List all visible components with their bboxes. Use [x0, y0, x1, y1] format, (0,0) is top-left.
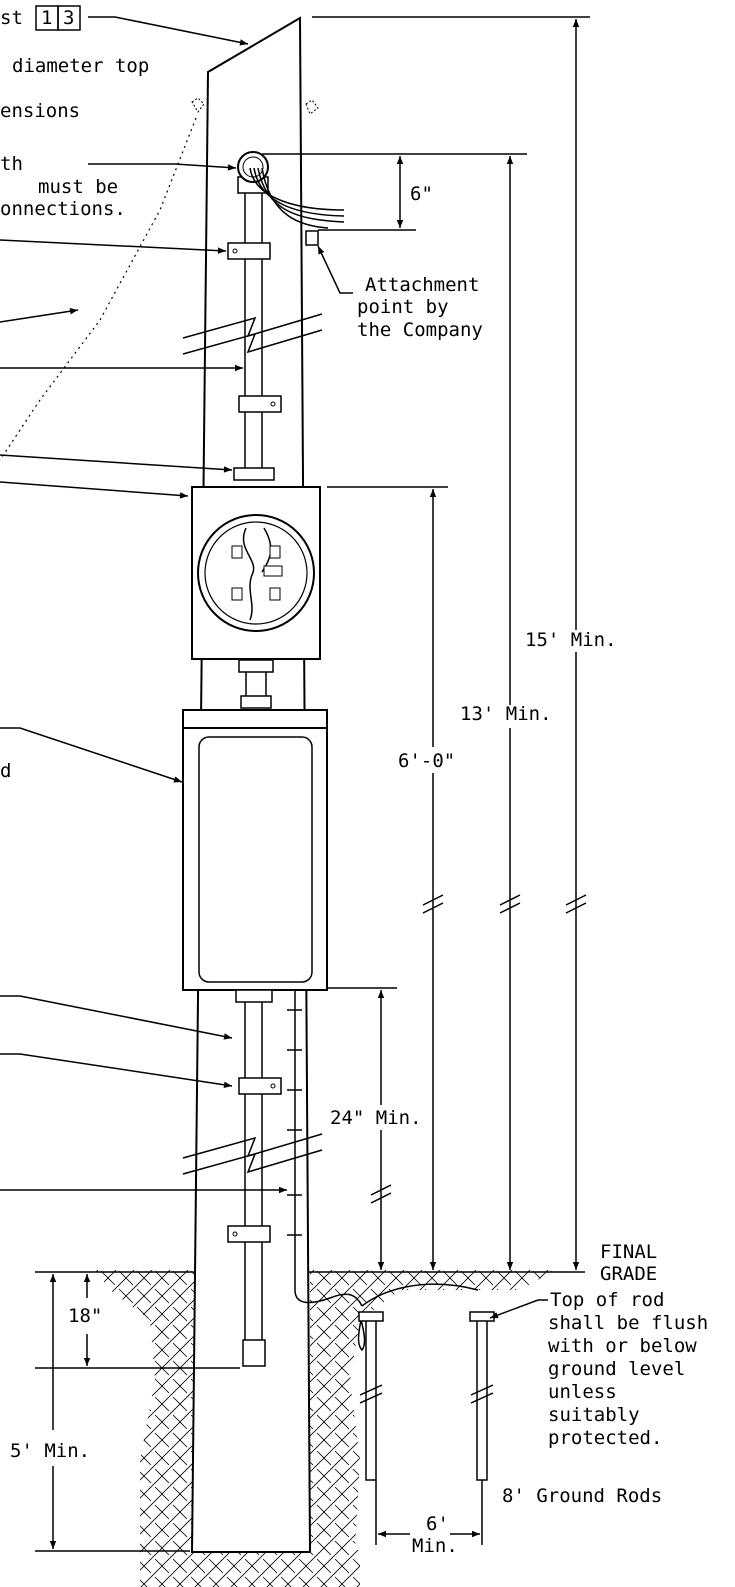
dim-6in-label: 6": [410, 183, 433, 205]
conduit-strap-1: [227, 242, 271, 260]
svg-text:ground level: ground level: [548, 1358, 685, 1380]
svg-text:must be: must be: [38, 176, 118, 198]
diameter-top-label: diameter top: [12, 55, 149, 77]
post-break-upper: [182, 313, 323, 355]
dim-5ft-label: 5' Min.: [10, 1440, 90, 1462]
post-reference-callout: st 1 3: [0, 5, 81, 31]
weatherhead-note: th must be onnections.: [0, 153, 126, 220]
attachment-bracket: [305, 230, 319, 246]
meter-socket: [191, 486, 321, 660]
weatherhead: [237, 151, 345, 229]
svg-text:FINAL: FINAL: [600, 1241, 657, 1263]
conduit-strap-4: [227, 1225, 271, 1243]
svg-text:th: th: [0, 153, 23, 175]
dim-15ft-label: 15' Min.: [525, 629, 617, 651]
ground-rod-2: [469, 1311, 495, 1481]
svg-text:Min.: Min.: [412, 1535, 458, 1557]
disconnect-enclosure: [182, 709, 328, 991]
rod-note: Top of rod shall be flush with or below …: [548, 1289, 708, 1449]
svg-text:st: st: [0, 7, 23, 29]
dashed-phantom-left: [191, 97, 205, 113]
dim-18in-label: 18": [68, 1305, 102, 1327]
svg-text:protected.: protected.: [548, 1427, 662, 1449]
dim-6ft-label: 6'-0": [398, 750, 455, 772]
rod-spacing-label: 6' Min.: [412, 1513, 458, 1557]
enclosure-label: d: [0, 760, 11, 782]
final-grade-label: FINAL GRADE: [600, 1241, 657, 1285]
ground-wire: [287, 990, 479, 1352]
svg-text:the Company: the Company: [357, 319, 483, 341]
dimension-lines: [35, 16, 590, 1552]
dotted-leader: [0, 117, 197, 461]
svg-text:point by: point by: [357, 296, 449, 318]
attachment-point-note: Attachment point by the Company: [357, 274, 483, 341]
svg-text:Attachment: Attachment: [365, 274, 479, 296]
svg-text:Top of rod: Top of rod: [550, 1289, 664, 1311]
ground-rod-1: [358, 1311, 384, 1481]
svg-text:3: 3: [63, 7, 74, 29]
svg-text:shall be flush: shall be flush: [548, 1312, 708, 1334]
dim-24in-label: 24" Min.: [330, 1107, 422, 1129]
svg-text:6': 6': [426, 1513, 449, 1535]
connecting-nipple: [238, 659, 274, 709]
dimensions-label: ensions: [0, 100, 80, 122]
dim-13ft-label: 13' Min.: [460, 703, 552, 725]
callout-leaders: [0, 16, 548, 1319]
conduit-strap-3: [238, 1077, 282, 1095]
lower-conduit: [235, 989, 273, 1367]
svg-text:unless: unless: [548, 1381, 617, 1403]
svg-text:onnections.: onnections.: [0, 198, 126, 220]
soil-hatching: [95, 1270, 555, 1587]
svg-text:1: 1: [41, 7, 52, 29]
post-break-lower: [182, 1133, 323, 1175]
svg-text:with or below: with or below: [548, 1335, 697, 1357]
dashed-phantom-right: [305, 99, 319, 115]
svg-text:GRADE: GRADE: [600, 1263, 657, 1285]
svg-text:suitably: suitably: [548, 1404, 640, 1426]
conduit-strap-2: [238, 395, 282, 413]
ground-rods-label: 8' Ground Rods: [502, 1485, 662, 1507]
upper-conduit: [233, 188, 275, 481]
